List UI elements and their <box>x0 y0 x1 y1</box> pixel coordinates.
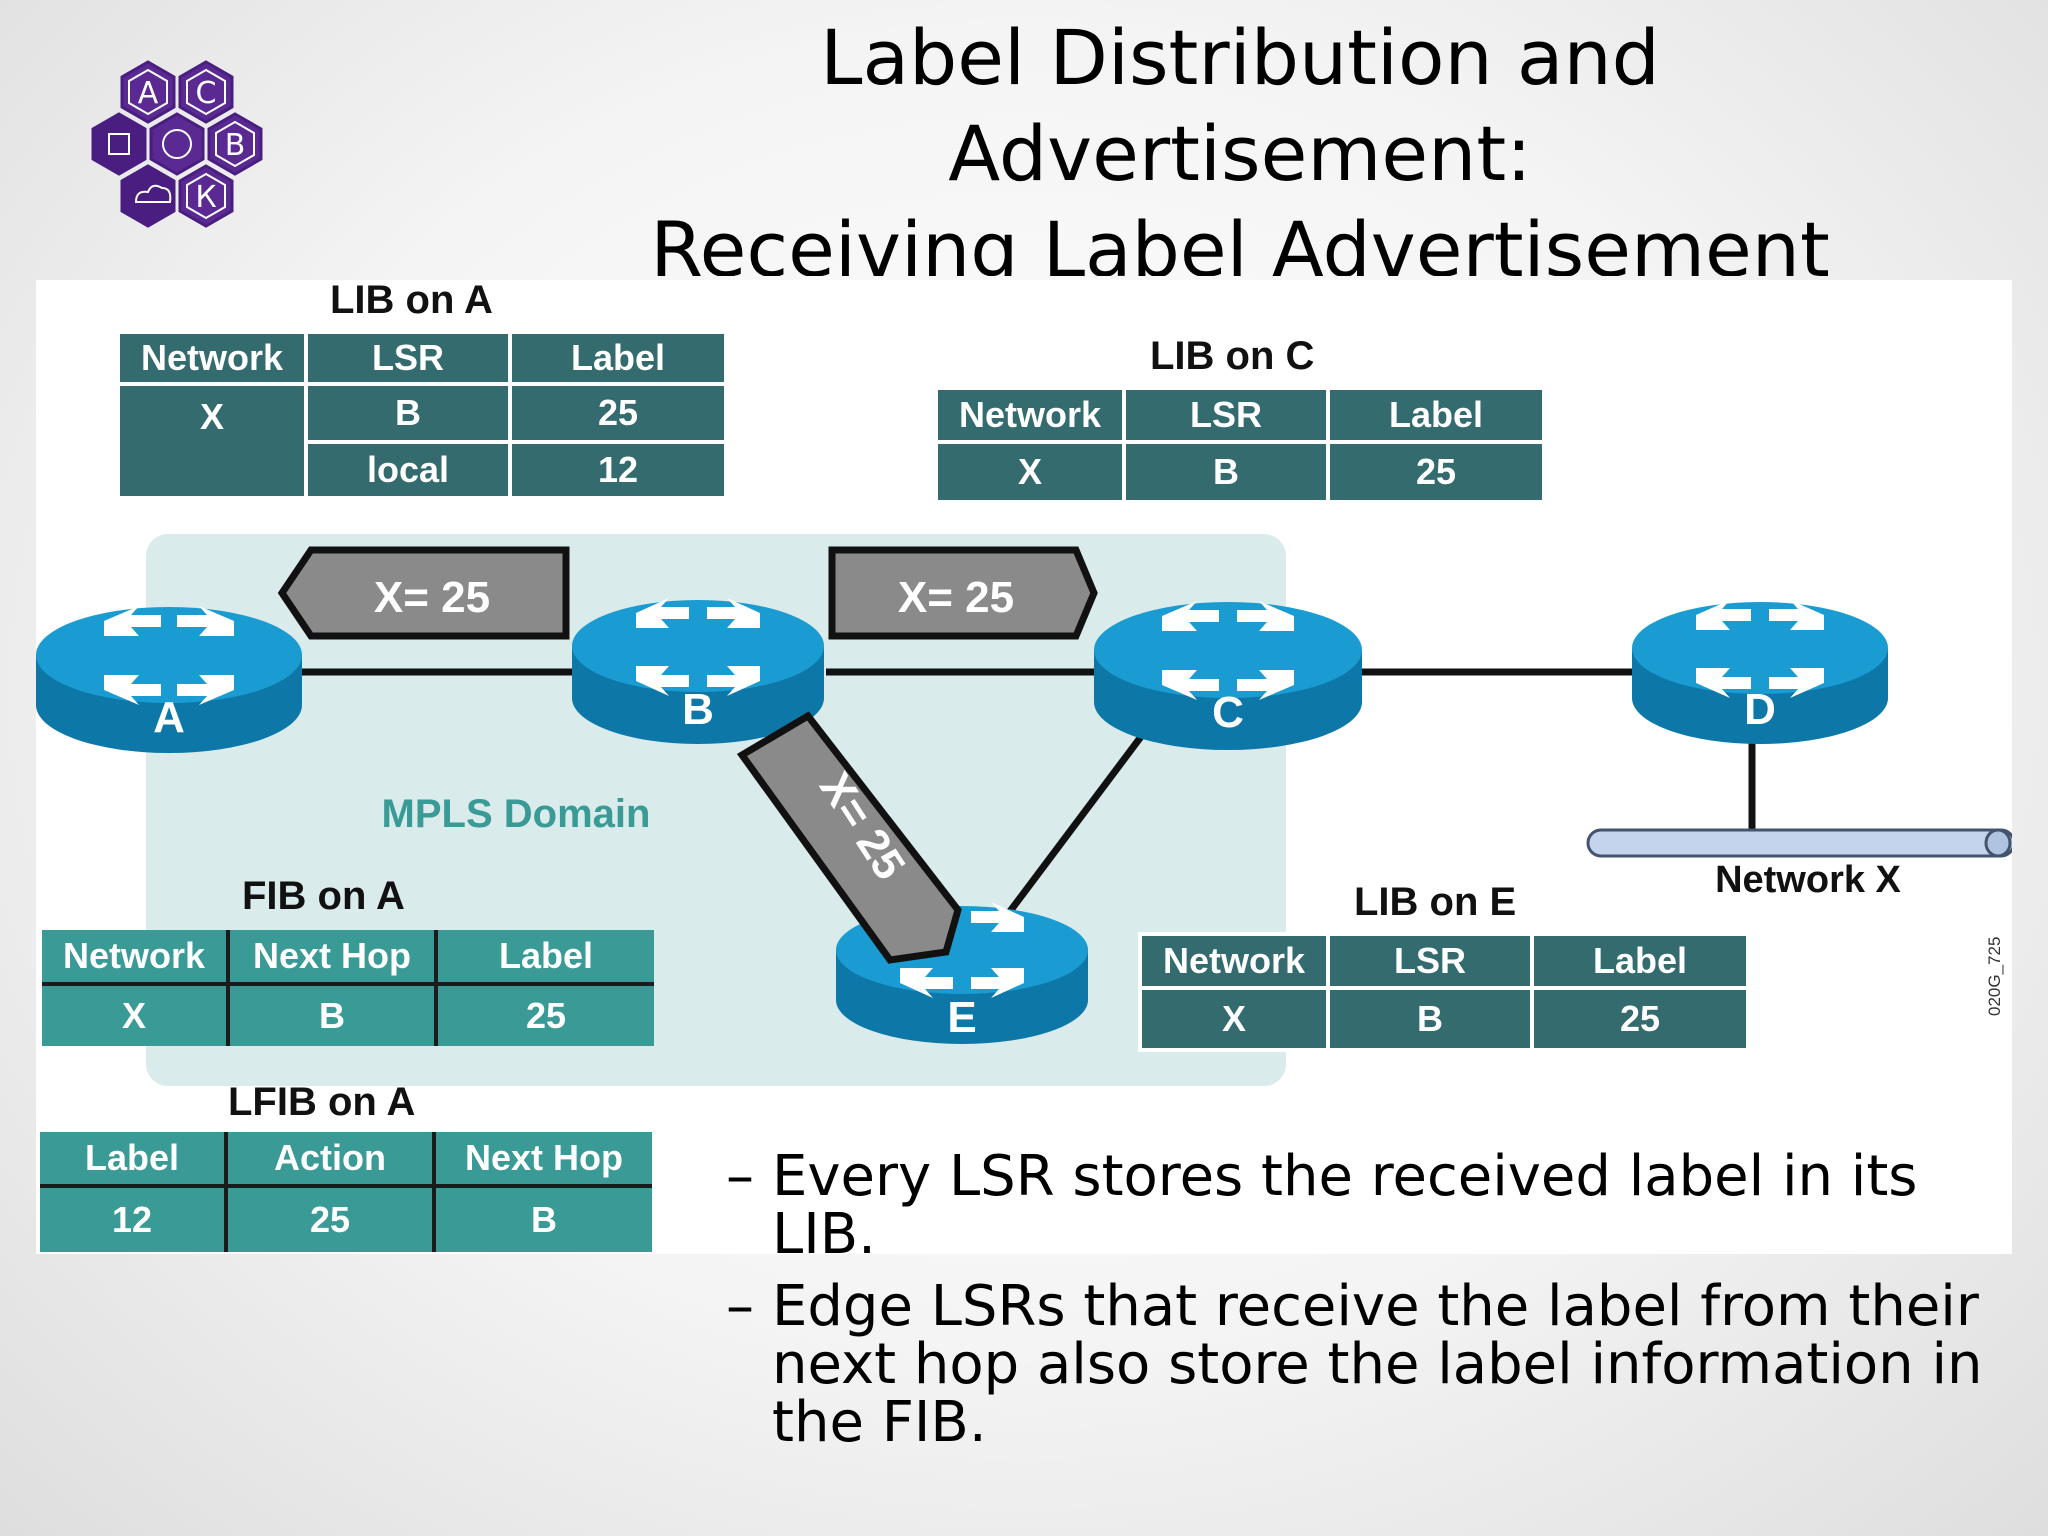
bullet-list: – Every LSR stores the received label in… <box>718 1148 2018 1466</box>
table-cell: 12 <box>40 1184 228 1252</box>
lib-on-c-caption: LIB on C <box>1150 334 1315 378</box>
lfib-on-a-table: Label Action Next Hop 12 25 B <box>40 1132 652 1252</box>
slide-title-line-3: Receiving Label Advertisement <box>650 205 1830 276</box>
router-d <box>1632 600 1888 744</box>
router-arrows-icon <box>1162 601 1294 700</box>
swirl-icon <box>162 129 192 159</box>
advertisement-label: X= 25 <box>374 573 490 622</box>
lib-on-e-caption: LIB on E <box>1354 880 1517 924</box>
slide-title-line-2: Advertisement: <box>948 109 1532 198</box>
table-row: X B 25 <box>42 982 654 1046</box>
network-x-label: Network X <box>1715 859 1901 901</box>
bullet-text: Edge LSRs that receive the label from th… <box>772 1274 1983 1455</box>
logo-hex-cloud <box>120 164 176 228</box>
router-a <box>36 606 302 753</box>
table-row: 12 25 B <box>40 1184 652 1252</box>
column-header: Network <box>42 930 230 986</box>
table-cell: 25 <box>508 382 728 444</box>
router-c-label: C <box>1212 688 1244 737</box>
router-arrows-icon <box>104 606 234 705</box>
router-arrows-icon <box>636 598 760 696</box>
link-c-e <box>993 727 1149 933</box>
advertisement-b-to-e: X= 25 <box>736 711 962 964</box>
column-header: Label <box>434 930 654 986</box>
table-cell: 12 <box>508 440 728 500</box>
bullet-item: – Edge LSRs that receive the label from … <box>718 1278 2018 1452</box>
advertisement-b-to-c: X= 25 <box>828 546 1098 640</box>
table-cell: X <box>42 982 230 1046</box>
router-b <box>572 598 824 744</box>
advertisement-b-to-a: X= 25 <box>277 546 570 640</box>
table-cell: X <box>934 440 1126 504</box>
column-header: Next Hop <box>432 1132 652 1188</box>
table-cell: B <box>304 382 512 444</box>
slide-title-line-1: Label Distribution and <box>820 13 1660 102</box>
lib-on-a-table: Network LSR Label X B 25 local 12 <box>116 330 728 500</box>
router-a-label: A <box>153 693 185 742</box>
fib-on-a-caption: FIB on A <box>242 874 405 918</box>
table-cell: 25 <box>224 1184 436 1252</box>
table-cell: X <box>116 382 308 500</box>
router-d-label: D <box>1744 685 1776 734</box>
table-cell: X <box>1138 986 1330 1052</box>
bullet-marker: – <box>726 1144 754 1209</box>
column-header: Network <box>1138 932 1330 990</box>
column-header: Label <box>1326 386 1546 444</box>
table-cell: B <box>432 1184 652 1252</box>
logo-letter-k: К <box>195 180 216 215</box>
mpls-domain-label: MPLS Domain <box>382 792 651 836</box>
column-header: LSR <box>1122 386 1330 444</box>
column-header: LSR <box>1326 932 1534 990</box>
slide-title: Label Distribution and Advertisement: Re… <box>560 10 1920 276</box>
advertisement-label: X= 25 <box>898 573 1014 622</box>
router-arrows-icon <box>1696 600 1824 698</box>
bullet-marker: – <box>726 1274 754 1339</box>
chip-icon <box>108 133 130 155</box>
table-cell: 25 <box>1326 440 1546 504</box>
column-header: Label <box>40 1132 228 1188</box>
logo-hex-center <box>149 112 205 176</box>
router-b-label: B <box>682 685 714 734</box>
table-cell: local <box>304 440 512 500</box>
table-row: X B 25 <box>1138 986 1750 1052</box>
column-header: Action <box>224 1132 436 1188</box>
cloud-icon <box>134 184 172 203</box>
lfib-on-a-caption: LFIB on A <box>228 1080 416 1124</box>
diagram-panel: A B C D E X= 25 X= 25 X= 25 MPLS Domain … <box>36 278 2012 1254</box>
lib-on-e-table: Network LSR Label X B 25 <box>1138 932 1750 1052</box>
logo: А С В К <box>91 60 263 228</box>
column-header: LSR <box>304 330 512 386</box>
logo-letter-a: А <box>138 76 159 111</box>
table-cell: B <box>1326 986 1534 1052</box>
column-header: Next Hop <box>226 930 438 986</box>
table-row: local 12 <box>118 440 728 500</box>
logo-letter-c: С <box>196 76 217 111</box>
lib-on-c-table: Network LSR Label X B 25 <box>934 386 1546 504</box>
table-cell: 25 <box>1530 986 1750 1052</box>
column-header: Label <box>1530 932 1750 990</box>
lib-on-a-caption: LIB on A <box>330 278 493 322</box>
bullet-item: – Every LSR stores the received label in… <box>718 1148 2018 1264</box>
router-c <box>1094 601 1362 750</box>
table-cell: 25 <box>434 982 654 1046</box>
figure-code: 020G_725 <box>1985 937 2004 1016</box>
router-e-label: E <box>947 993 976 1042</box>
logo-letter-b: В <box>225 128 246 163</box>
table-cell: B <box>226 982 438 1046</box>
bullet-text: Every LSR stores the received label in i… <box>772 1144 1918 1267</box>
network-x-segment <box>1586 828 2012 858</box>
fib-on-a-table: Network Next Hop Label X B 25 <box>42 930 654 1046</box>
table-row: X B 25 <box>116 382 728 500</box>
table-cell: B <box>1122 440 1330 504</box>
column-header: Network <box>116 330 308 386</box>
column-header: Network <box>934 386 1126 444</box>
logo-hex-chip <box>91 112 147 176</box>
column-header: Label <box>508 330 728 386</box>
table-row: X B 25 <box>934 440 1546 504</box>
